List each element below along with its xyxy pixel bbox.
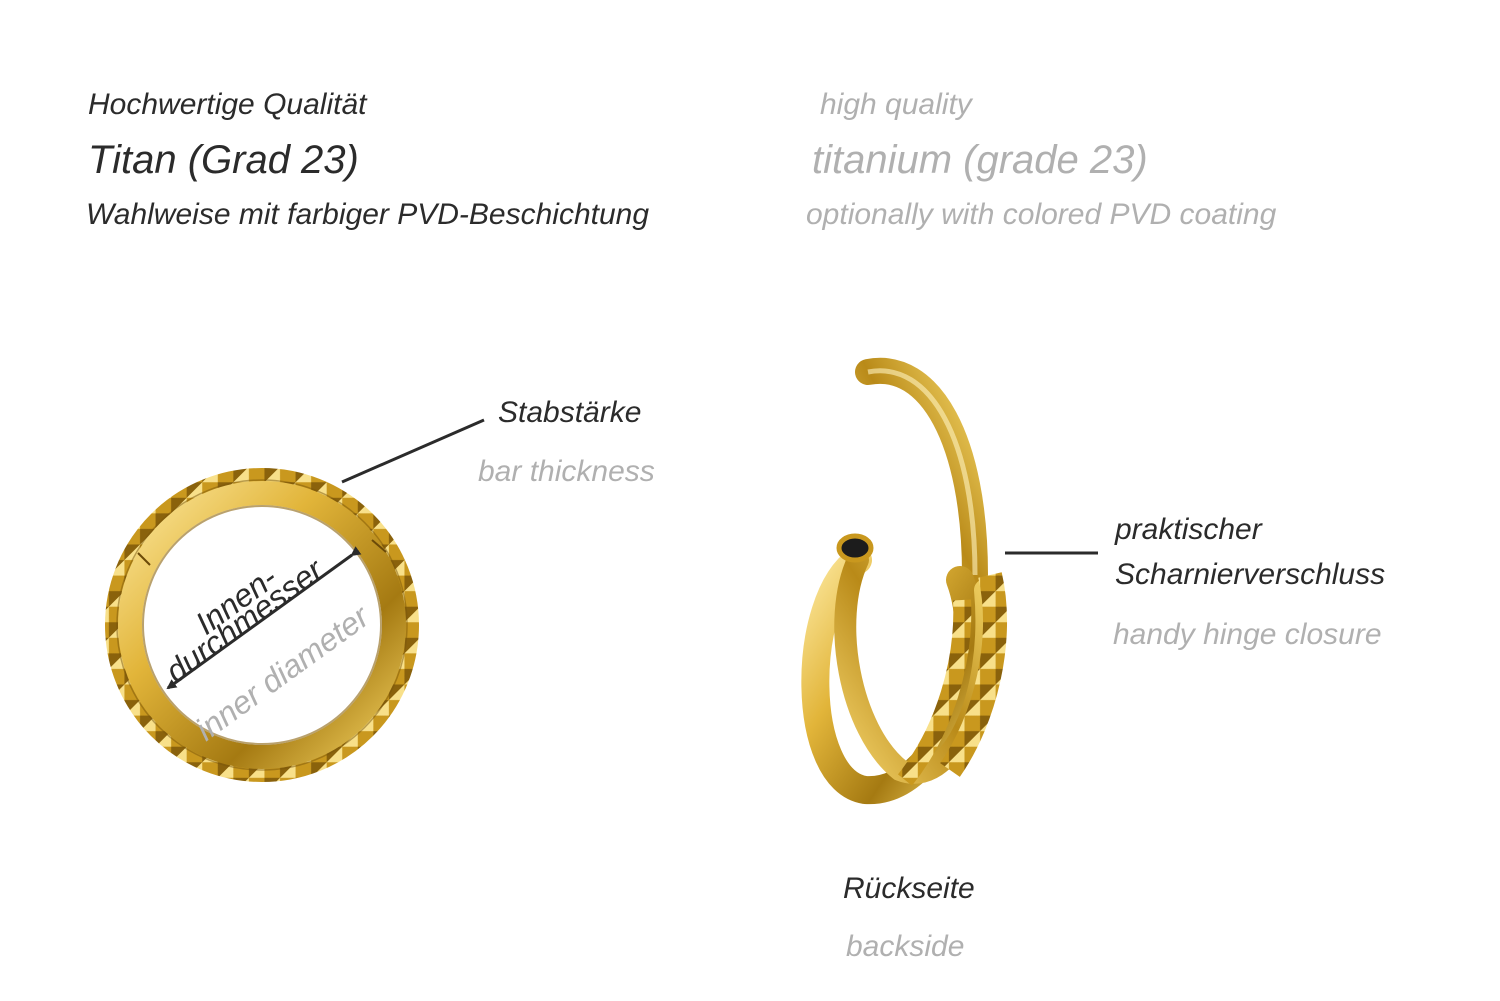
- material-label-en: titanium (grade 23): [812, 138, 1148, 182]
- coating-label-en: optionally with colored PVD coating: [806, 198, 1277, 231]
- quality-label-en: high quality: [820, 88, 972, 121]
- bar-thickness-label-en: bar thickness: [478, 455, 655, 488]
- material-label-de: Titan (Grad 23): [88, 138, 359, 182]
- hinge-label-en: handy hinge closure: [1113, 618, 1382, 651]
- hinge-segment: [855, 357, 988, 588]
- hinge-label-de-line1: praktischer: [1115, 513, 1262, 546]
- outer-loop: [801, 546, 983, 805]
- coating-label-de: Wahlweise mit farbiger PVD-Beschichtung: [86, 198, 650, 231]
- bar-thickness-pointer: [341, 418, 485, 484]
- textured-strip-inner: [897, 599, 972, 786]
- backside-label-en: backside: [846, 930, 965, 963]
- bar-thickness-label-de: Stabstärke: [498, 396, 642, 429]
- hinge-label-de-line2: Scharnierverschluss: [1115, 558, 1386, 591]
- back-ring: [801, 357, 1007, 805]
- backside-label-de: Rückseite: [843, 872, 975, 905]
- textured-strip-outer: [940, 572, 1007, 777]
- post-tip: [836, 533, 874, 563]
- front-ring-smooth-band: [118, 481, 406, 769]
- inner-diameter-arrow: [166, 546, 362, 690]
- front-ring: [105, 468, 419, 782]
- quality-label-de: Hochwertige Qualität: [88, 88, 367, 121]
